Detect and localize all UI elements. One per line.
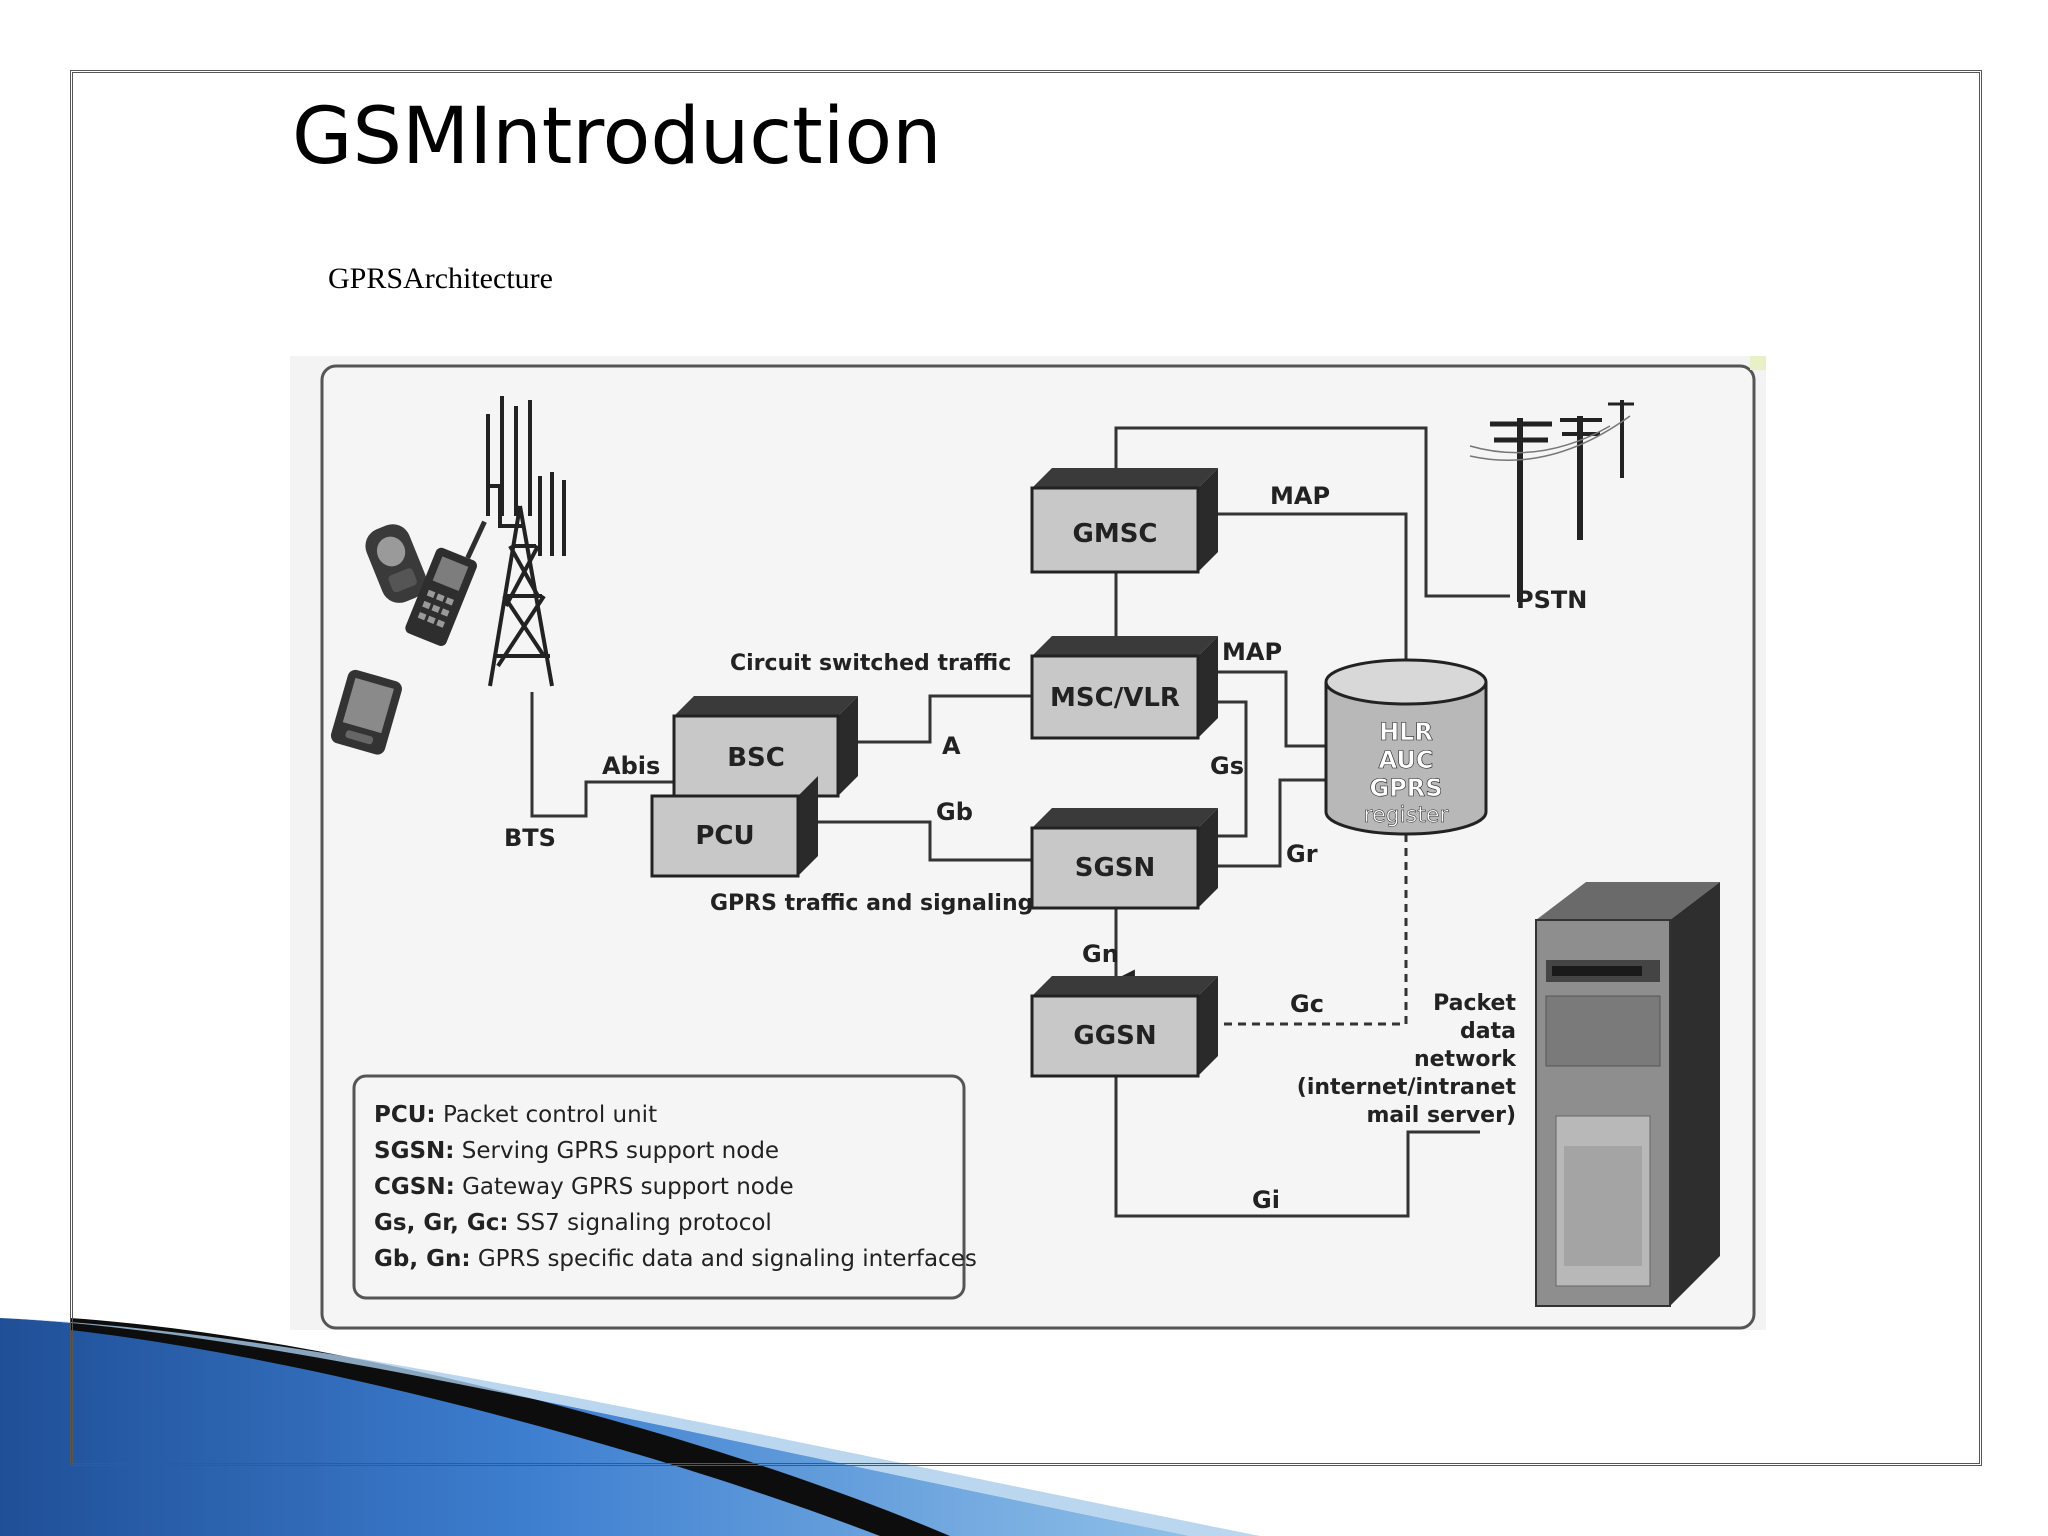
svg-text:mail server): mail server) xyxy=(1366,1103,1516,1128)
msc-vlr-node: MSC/VLR xyxy=(1030,636,1218,740)
bts-label: BTS xyxy=(504,824,556,852)
legend-row: Gb, Gn: GPRS specific data and signaling… xyxy=(374,1246,977,1272)
ggsn-node: GGSN xyxy=(1030,976,1218,1078)
gprs-traffic-caption: GPRS traffic and signaling xyxy=(710,891,1033,916)
legend-row: CGSN: Gateway GPRS support node xyxy=(374,1174,794,1200)
map-msc-label: MAP xyxy=(1222,638,1282,666)
hlr-label: HLR xyxy=(1379,718,1433,746)
legend-row: SGSN: Serving GPRS support node xyxy=(374,1138,779,1164)
auc-label: AUC xyxy=(1379,746,1434,774)
ggsn-label: GGSN xyxy=(1073,1021,1156,1051)
svg-text:data: data xyxy=(1460,1019,1516,1044)
bsc-node: BSC xyxy=(672,696,858,798)
svg-text:Packet: Packet xyxy=(1433,991,1516,1016)
slide-subtitle: GPRSArchitecture xyxy=(328,262,553,295)
gb-label: Gb xyxy=(936,798,973,826)
register-label: register xyxy=(1364,803,1450,828)
bsc-label: BSC xyxy=(727,743,785,773)
link-bsc-msc-a xyxy=(842,694,1032,744)
pcu-label: PCU xyxy=(695,821,754,851)
gi-label: Gi xyxy=(1252,1186,1280,1214)
legend: PCU: Packet control unit SGSN: Serving G… xyxy=(352,1074,977,1300)
abis-label: Abis xyxy=(602,752,660,780)
gmsc-label: GMSC xyxy=(1072,519,1157,549)
pstn-label: PSTN xyxy=(1516,586,1587,614)
bts-tower-icon xyxy=(486,396,566,687)
gmsc-node: GMSC xyxy=(1030,468,1218,574)
svg-text:(internet/intranet: (internet/intranet xyxy=(1297,1075,1517,1100)
pcu-node: PCU xyxy=(650,776,818,878)
svg-text:network: network xyxy=(1414,1047,1517,1072)
slide-title: GSMIntroduction xyxy=(292,92,942,182)
server-icon xyxy=(1535,882,1720,1307)
gs-label: Gs xyxy=(1210,752,1244,780)
gprs-label: GPRS xyxy=(1369,774,1442,802)
sgsn-node: SGSN xyxy=(1030,808,1218,910)
link-ggsn-hlr-gc xyxy=(1210,832,1408,1026)
packet-data-network-label: Packet data network (internet/intranet m… xyxy=(1297,991,1518,1128)
connection-lines xyxy=(530,426,1510,1218)
link-gmsc-hlr-map xyxy=(1210,512,1408,700)
mobile-devices-icon xyxy=(330,520,487,755)
link-pcu-sgsn-gb xyxy=(818,820,1032,862)
sgsn-label: SGSN xyxy=(1075,853,1156,883)
gprs-architecture-diagram: BTS PSTN GMSC MSC/VLR xyxy=(290,356,1766,1330)
link-ggsn-pdn-gi xyxy=(1114,1076,1480,1218)
link-sgsn-hlr-gr xyxy=(1210,778,1330,868)
link-msc-sgsn-gs xyxy=(1210,700,1248,838)
gc-label: Gc xyxy=(1290,990,1324,1018)
a-label: A xyxy=(942,732,961,760)
gr-label: Gr xyxy=(1286,840,1318,868)
pstn-poles-icon xyxy=(1469,400,1634,602)
link-bts-bsc-abis xyxy=(530,692,686,818)
hlr-register-node: HLR AUC GPRS register xyxy=(1324,658,1488,836)
legend-row: PCU: Packet control unit xyxy=(374,1102,657,1128)
msc-vlr-label: MSC/VLR xyxy=(1050,683,1180,713)
link-gmsc-pstn xyxy=(1114,426,1510,598)
map-gmsc-label: MAP xyxy=(1270,482,1330,510)
slide-frame xyxy=(70,70,1982,1466)
link-msc-hlr-map xyxy=(1210,670,1330,748)
legend-row: Gs, Gr, Gc: SS7 signaling protocol xyxy=(374,1210,772,1236)
gn-label: Gn xyxy=(1082,940,1119,968)
circuit-traffic-caption: Circuit switched traffic xyxy=(730,651,1011,676)
